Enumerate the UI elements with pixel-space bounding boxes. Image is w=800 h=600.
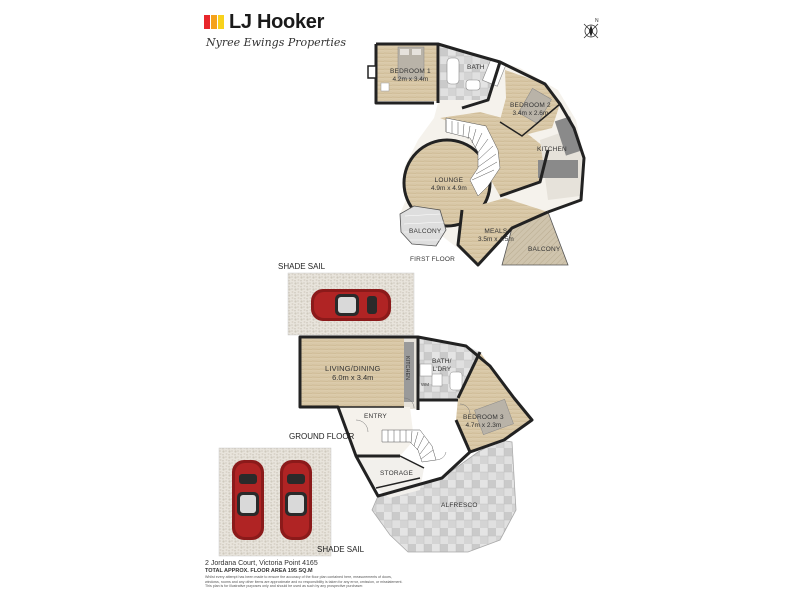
room-label-storage: STORAGE bbox=[380, 470, 414, 477]
brand-tagline: Nyree Ewings Properties bbox=[206, 36, 347, 49]
label-shade-sail-bottom: SHADE SAIL bbox=[317, 545, 365, 554]
disclaimer: Whilst every attempt has been made to en… bbox=[205, 575, 403, 588]
north-arrow-icon: N bbox=[578, 16, 604, 42]
room-label-balcony-left: BALCONY bbox=[409, 228, 442, 235]
label-shade-sail-top: SHADE SAIL bbox=[278, 262, 326, 271]
room-label-entry: ENTRY bbox=[364, 413, 387, 420]
room-label-kitchen-ground: KITCHEN bbox=[404, 356, 410, 381]
lj-hooker-logo-icon bbox=[204, 15, 224, 29]
room-label-balcony-right: BALCONY bbox=[528, 246, 561, 253]
floor-title-first: FIRST FLOOR bbox=[410, 256, 456, 263]
brand-logo: LJ Hooker Nyree Ewings Properties bbox=[204, 11, 354, 58]
property-address: 2 Jordana Court, Victoria Point 4165 bbox=[205, 560, 318, 567]
footer: 2 Jordana Court, Victoria Point 4165 TOT… bbox=[205, 560, 505, 589]
label-ground-floor: GROUND FLOOR bbox=[289, 432, 355, 441]
room-label-alfresco: ALFRESCO bbox=[441, 502, 478, 509]
car-icon bbox=[232, 460, 264, 540]
room-label-bath: BATH bbox=[467, 64, 485, 71]
ground-floor-plan bbox=[298, 335, 534, 553]
car-icon bbox=[280, 460, 312, 540]
label-wm: WM bbox=[421, 382, 429, 387]
brand-name: LJ Hooker bbox=[229, 11, 325, 33]
car-icon bbox=[311, 289, 391, 321]
svg-text:N: N bbox=[595, 18, 599, 24]
first-floor-plan bbox=[367, 42, 586, 267]
room-label-bath-laundry: BATH/L'DRY bbox=[432, 358, 452, 373]
room-label-kitchen: KITCHEN bbox=[537, 146, 567, 153]
floor-area: TOTAL APPROX. FLOOR AREA 195 SQ.M bbox=[205, 568, 313, 574]
